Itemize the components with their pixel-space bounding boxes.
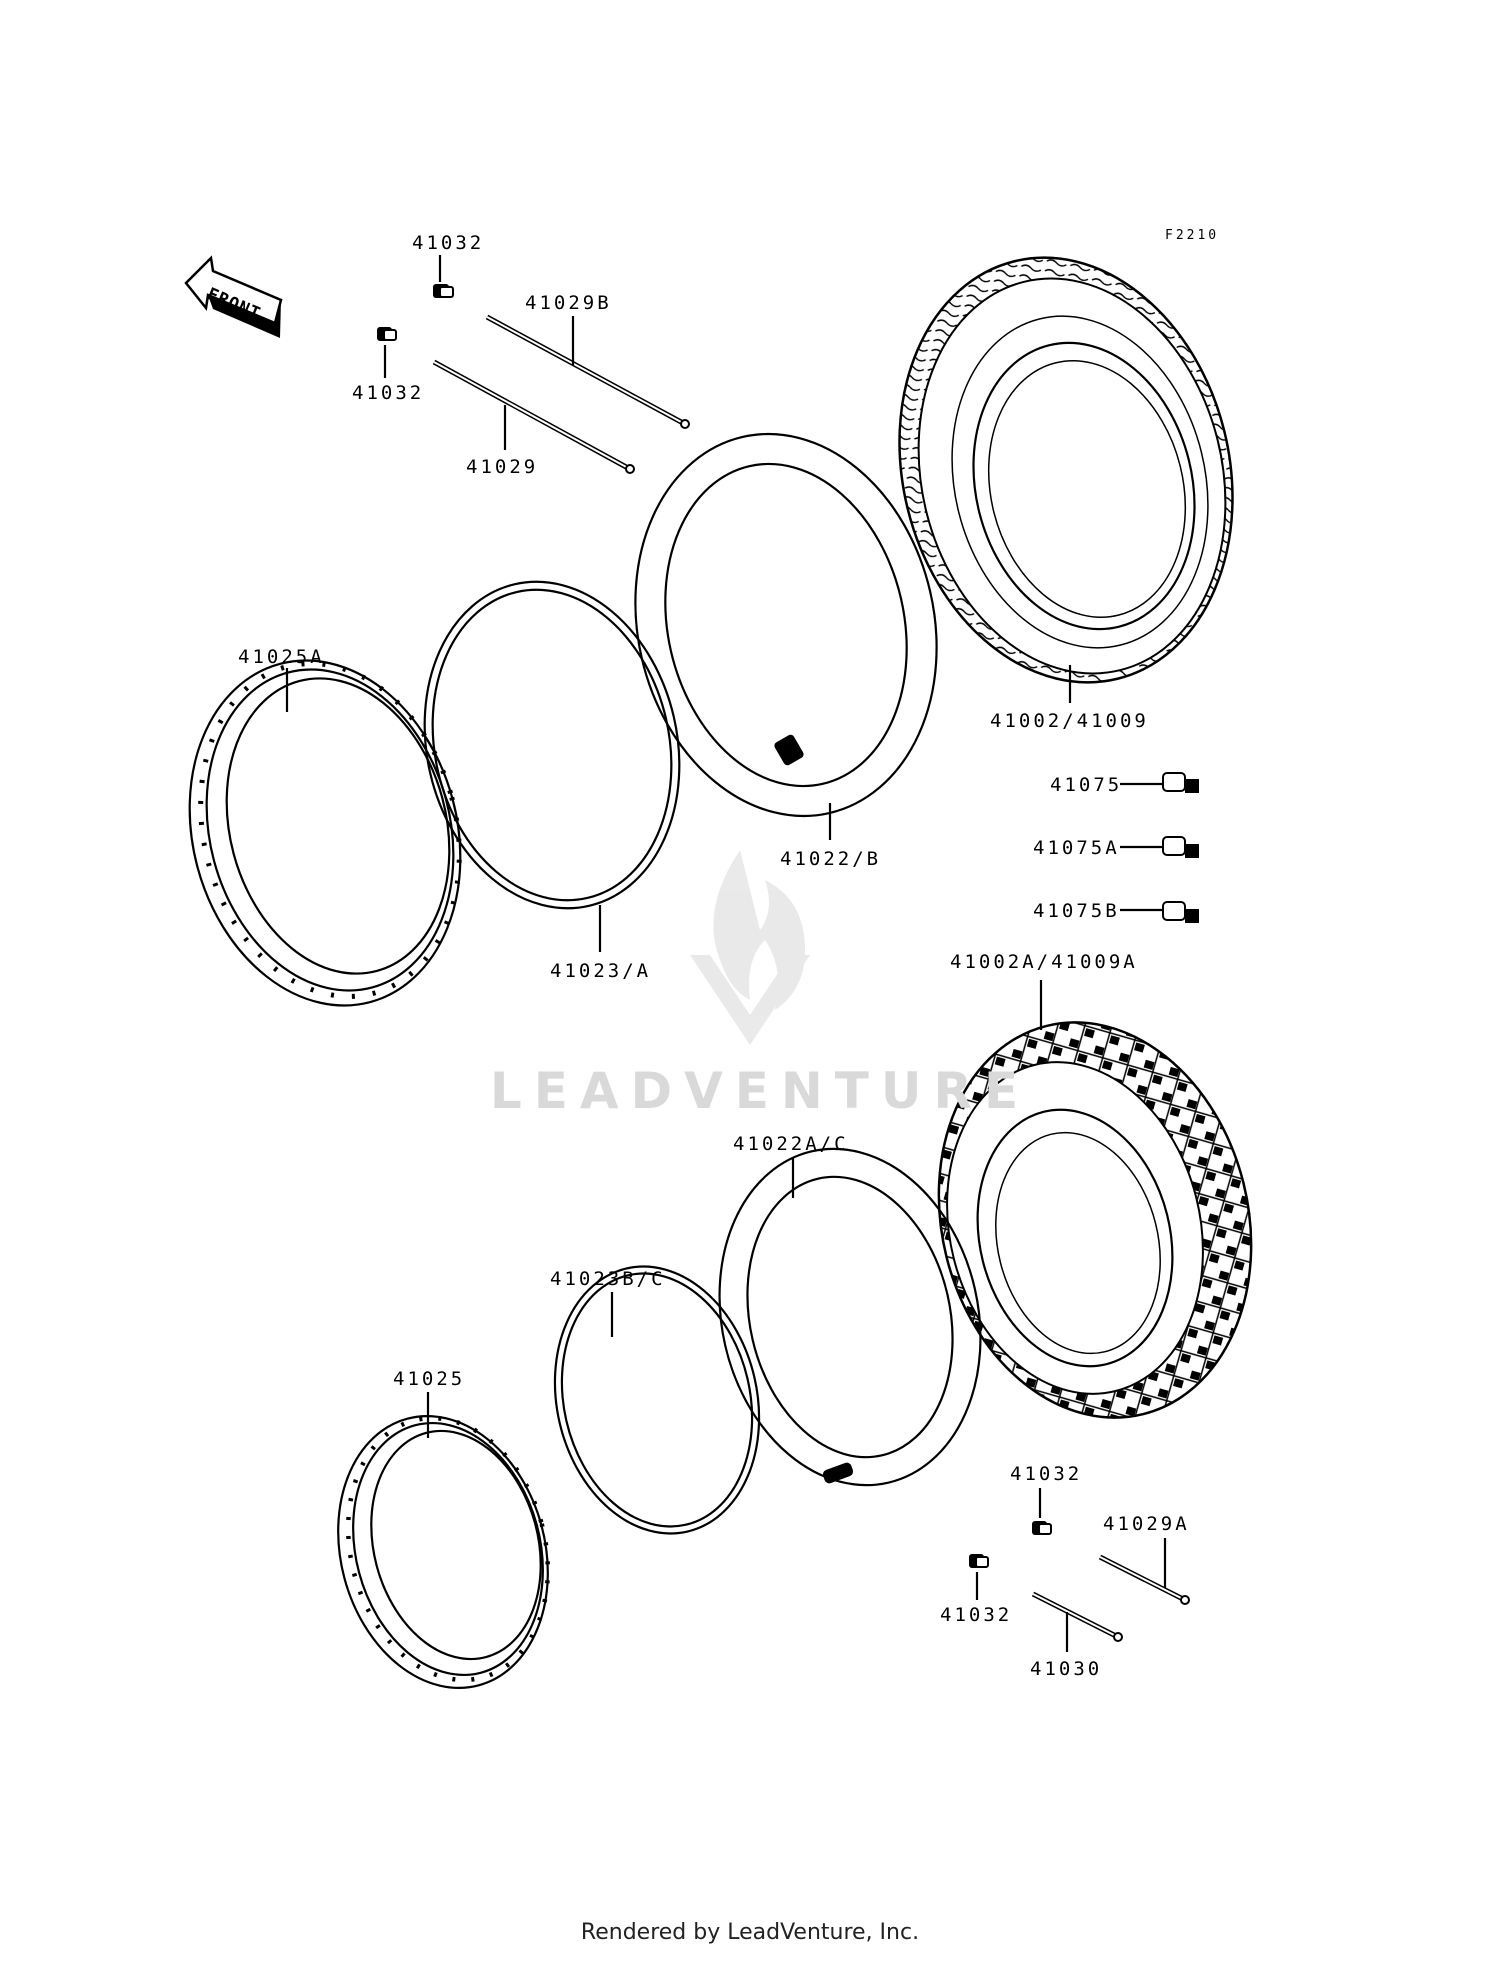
label-spoke-rear: 41030 <box>1030 1658 1102 1680</box>
front-arrow: FRONT <box>184 255 283 338</box>
label-rim-band-front: 41023/A <box>550 960 651 982</box>
rim-rear <box>337 1415 551 1689</box>
label-valve-cap-1: 41075 <box>1050 774 1122 796</box>
label-spoke: 41029 <box>466 456 538 478</box>
label-nipple-3: 41032 <box>1010 1463 1082 1485</box>
label-spoke-b: 41029B <box>525 292 612 314</box>
valve-cap-3 <box>1162 901 1199 923</box>
label-tire-rear: 41002A/41009A <box>950 951 1138 973</box>
label-tire-front: 41002/41009 <box>990 710 1149 732</box>
label-tube-front: 41022/B <box>780 848 881 870</box>
label-rim-rear: 41025 <box>393 1368 465 1390</box>
label-valve-cap-2: 41075A <box>1033 837 1120 859</box>
footer: Rendered by LeadVenture, Inc. <box>580 1920 920 1945</box>
watermark: LEADVENTURE <box>489 1062 1031 1120</box>
label-tube-rear: 41022A/C <box>733 1133 849 1155</box>
rim-front <box>188 659 462 1007</box>
nipple-2 <box>377 327 397 341</box>
nipple-4 <box>969 1554 989 1568</box>
valve-cap-2 <box>1162 836 1199 858</box>
valve-cap-1 <box>1162 772 1199 793</box>
label-nipple-4: 41032 <box>940 1604 1012 1626</box>
rim-band-front <box>423 580 681 910</box>
spoke-a <box>1098 1554 1190 1605</box>
tire-front <box>898 256 1234 684</box>
tire-rear <box>937 1021 1253 1419</box>
spoke-b <box>485 314 690 429</box>
nipple-3 <box>1032 1521 1052 1535</box>
spoke <box>432 359 635 474</box>
label-nipple-2: 41032 <box>352 382 424 404</box>
label-nipple-1: 41032 <box>412 232 484 254</box>
watermark-logo <box>690 850 810 1045</box>
label-rim-front: 41025A <box>238 646 325 668</box>
spoke-rear <box>1031 1591 1123 1642</box>
rim-band-rear <box>553 1265 761 1535</box>
label-rim-band-rear: 41023B/C <box>550 1268 666 1290</box>
label-spoke-a: 41029A <box>1103 1513 1190 1535</box>
tube-rear <box>718 1147 982 1487</box>
nipple-1 <box>433 284 454 298</box>
figure-code: F2210 <box>1165 228 1219 243</box>
label-valve-cap-3: 41075B <box>1033 900 1120 922</box>
